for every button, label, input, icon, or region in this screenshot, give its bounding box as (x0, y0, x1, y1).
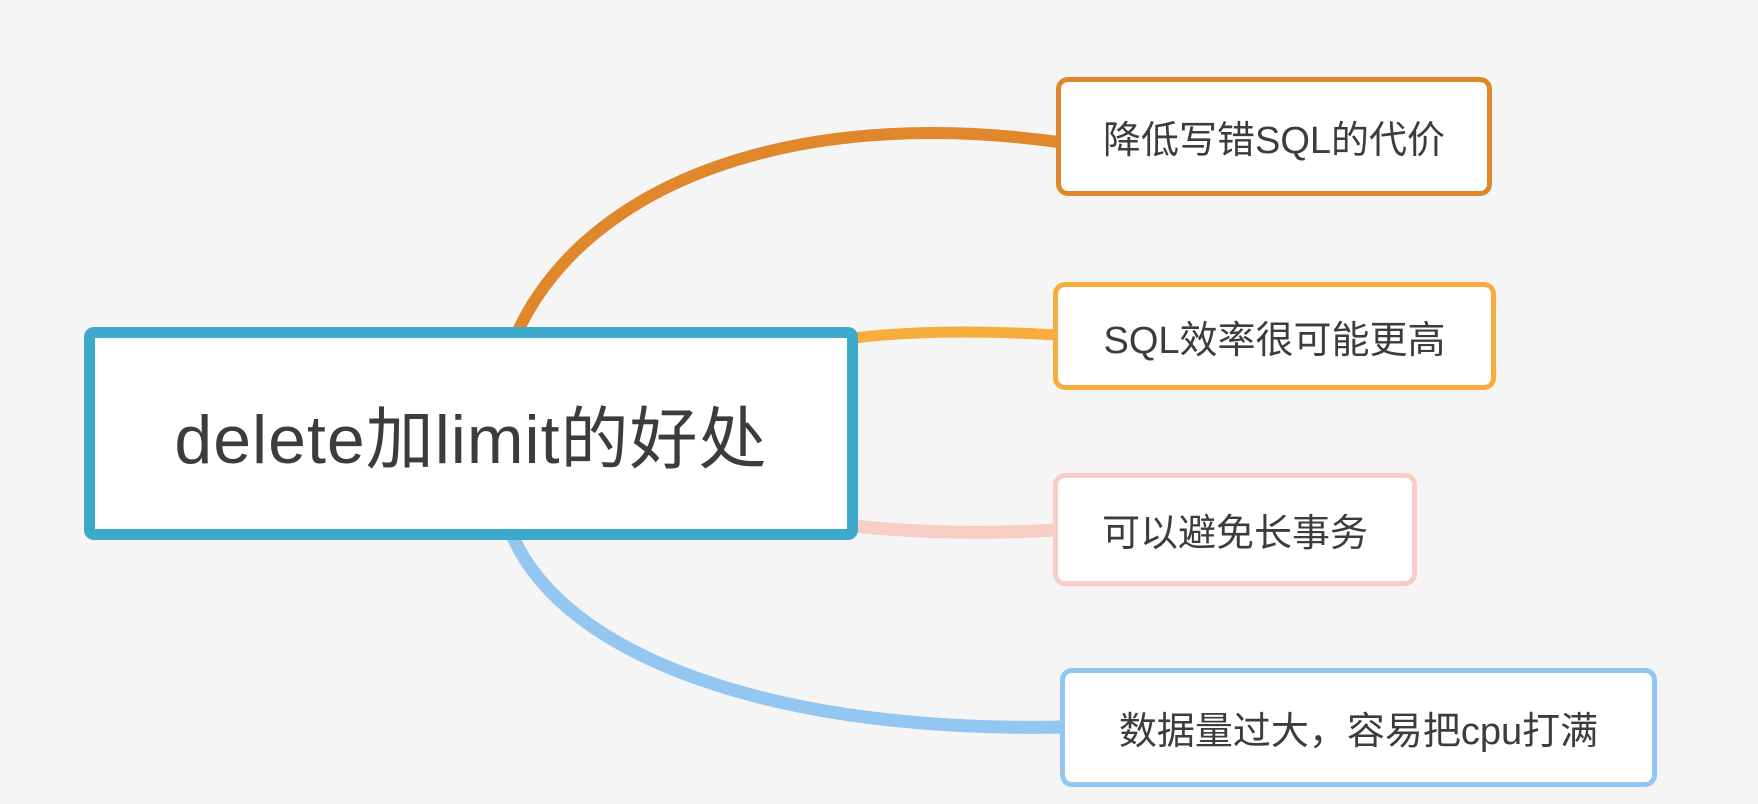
branch-node-2[interactable]: SQL效率很可能更高 (1053, 282, 1496, 390)
branch-node-2-label: SQL效率很可能更高 (1103, 319, 1446, 362)
branch-node-4[interactable]: 数据量过大，容易把cpu打满 (1060, 668, 1657, 787)
connector-branch-2 (848, 326, 1062, 344)
branch-node-3-label: 可以避免长事务 (1101, 513, 1368, 555)
connector-branch-3 (847, 519, 1063, 539)
branch-node-4-label: 数据量过大，容易把cpu打满 (1118, 711, 1599, 753)
root-node[interactable]: delete加limit的好处 (84, 327, 858, 540)
connector-branch-1 (511, 127, 1064, 339)
branch-node-1[interactable]: 降低写错SQL的代价 (1056, 77, 1492, 196)
root-node-label: delete加limit的好处 (174, 402, 768, 478)
branch-node-1-label: 降低写错SQL的代价 (1102, 120, 1446, 162)
connector-branch-4 (506, 530, 1070, 734)
branch-node-3[interactable]: 可以避免长事务 (1053, 473, 1417, 586)
